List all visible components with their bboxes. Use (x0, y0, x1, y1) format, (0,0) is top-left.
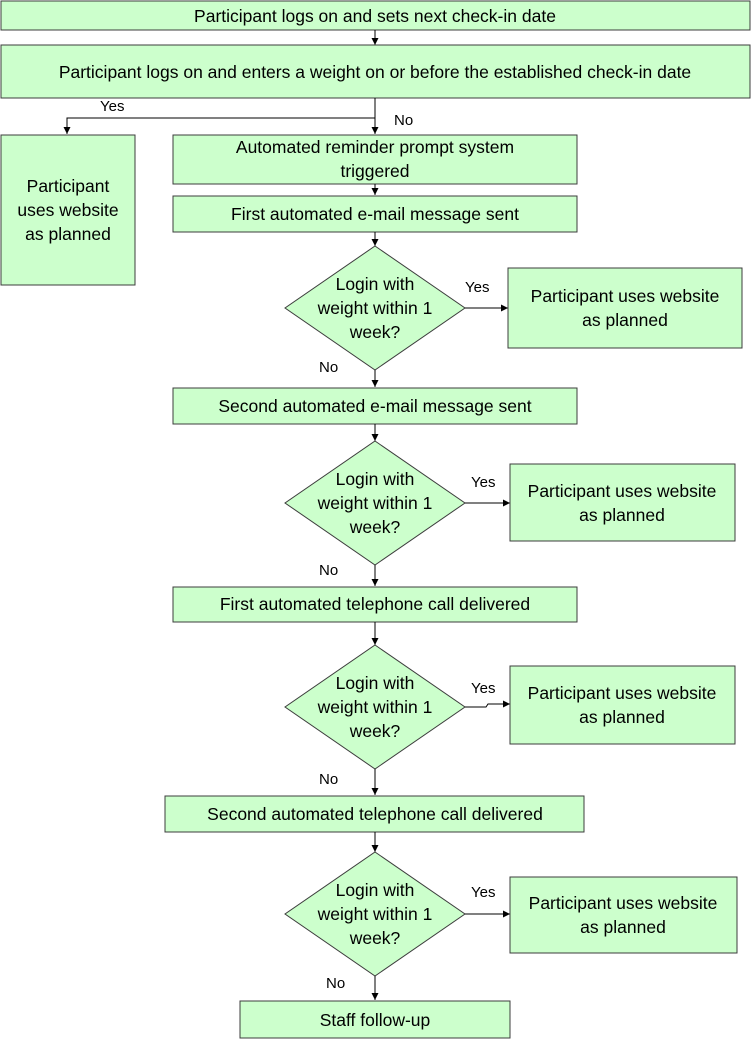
email1-text: First automated e-mail message sent (231, 204, 519, 224)
start-text: Participant logs on and sets next check-… (194, 6, 556, 26)
planned-right-4-line-1: Participant uses website (529, 893, 718, 913)
arrow-yes-to-planned-left (63, 98, 376, 134)
reminder-line-2: triggered (340, 161, 409, 181)
decision-2-line-1: Login with (336, 469, 415, 489)
planned-right-1-line-2: as planned (582, 310, 668, 330)
no-label-2: No (319, 562, 338, 579)
yes-label-4: Yes (471, 884, 495, 901)
planned-right-2-line-1: Participant uses website (528, 481, 717, 501)
planned-left-line-2: uses website (17, 200, 118, 220)
decision-1-line-1: Login with (336, 274, 415, 294)
decision-2: Login with weight within 1 week? (284, 440, 466, 566)
enter-weight-text: Participant logs on and enters a weight … (59, 62, 691, 82)
call2-text: Second automated telephone call delivere… (207, 804, 543, 824)
planned-box-right-3: Participant uses website as planned (509, 665, 736, 745)
start-box: Participant logs on and sets next check-… (0, 0, 751, 31)
reminder-line-1: Automated reminder prompt system (236, 137, 514, 157)
planned-right-2-line-2: as planned (579, 505, 665, 525)
yes-label-2: Yes (471, 474, 495, 491)
decision-1-line-3: week? (349, 322, 401, 342)
planned-box-right-4: Participant uses website as planned (509, 876, 738, 954)
arrow-decision3-yes (465, 700, 510, 708)
decision-1: Login with weight within 1 week? (284, 245, 466, 371)
yes-label-3: Yes (471, 680, 495, 697)
staff-followup-box: Staff follow-up (239, 1000, 511, 1039)
planned-right-4-line-2: as planned (580, 917, 666, 937)
decision-1-line-2: weight within 1 (317, 298, 433, 318)
planned-right-3-line-2: as planned (579, 707, 665, 727)
planned-left-line-1: Participant (27, 176, 110, 196)
call2-box: Second automated telephone call delivere… (164, 795, 585, 833)
planned-right-1-line-1: Participant uses website (531, 286, 720, 306)
no-label-4: No (326, 975, 345, 992)
no-label-3: No (319, 771, 338, 788)
decision-2-line-2: weight within 1 (317, 493, 433, 513)
planned-right-3-line-1: Participant uses website (528, 683, 717, 703)
decision-3-line-2: weight within 1 (317, 697, 433, 717)
decision-4-line-1: Login with (336, 880, 415, 900)
enter-weight-box: Participant logs on and enters a weight … (0, 44, 751, 99)
planned-box-left: Participant uses website as planned (0, 134, 136, 286)
planned-box-right-2: Participant uses website as planned (509, 463, 736, 542)
decision-3: Login with weight within 1 week? (284, 644, 466, 770)
decision-3-line-3: week? (349, 721, 401, 741)
yes-label-top: Yes (100, 98, 124, 115)
no-label-top: No (394, 112, 413, 129)
reminder-box: Automated reminder prompt system trigger… (172, 134, 578, 185)
decision-4-line-3: week? (349, 928, 401, 948)
decision-4: Login with weight within 1 week? (284, 851, 466, 977)
staff-followup-text: Staff follow-up (320, 1010, 431, 1030)
yes-label-1: Yes (465, 279, 489, 296)
email2-text: Second automated e-mail message sent (218, 396, 531, 416)
decision-4-line-2: weight within 1 (317, 904, 433, 924)
email2-box: Second automated e-mail message sent (172, 387, 578, 425)
decision-2-line-3: week? (349, 517, 401, 537)
planned-box-right-1: Participant uses website as planned (507, 267, 743, 349)
email1-box: First automated e-mail message sent (172, 195, 578, 233)
call1-box: First automated telephone call delivered (172, 586, 578, 623)
decision-3-line-1: Login with (336, 673, 415, 693)
call1-text: First automated telephone call delivered (220, 594, 530, 614)
planned-left-line-3: as planned (25, 224, 111, 244)
no-label-1: No (319, 359, 338, 376)
